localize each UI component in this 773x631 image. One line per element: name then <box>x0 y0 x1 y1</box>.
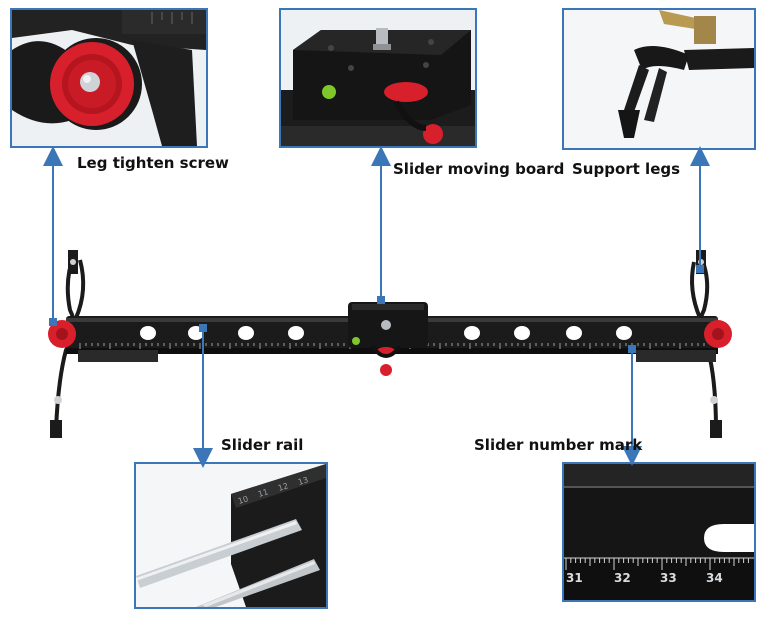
right-leg <box>690 254 718 431</box>
rail-detail-image: 10 11 12 13 <box>136 464 326 607</box>
moving-board-detail-image <box>281 10 475 146</box>
right-end-knob <box>704 320 732 348</box>
slider-number-mark-label: Slider number mark <box>474 436 643 454</box>
rail-hole <box>238 326 254 340</box>
left-leg <box>54 254 86 431</box>
left-end-knob <box>48 320 76 348</box>
rubber-foot <box>618 110 640 138</box>
rail-tick-label: 12 <box>277 481 289 493</box>
support-legs-label: Support legs <box>572 160 681 178</box>
leg-tighten-screw-label: Leg tighten screw <box>77 154 229 172</box>
leg-screw-detail-image <box>12 10 206 146</box>
rail-tick-label: 13 <box>297 475 309 487</box>
rail-hole <box>188 326 204 340</box>
rail-tick-label: 11 <box>257 487 269 499</box>
leg-screw-detail-panel <box>10 8 208 148</box>
rail-hole <box>288 326 304 340</box>
rail-tick-label: 10 <box>237 494 249 506</box>
support-legs-detail-image <box>564 10 754 148</box>
slider-rail-body <box>66 316 718 354</box>
rail-hole <box>140 326 156 340</box>
number-mark-detail-panel: 31 32 33 34 <box>562 462 756 602</box>
rail-hole <box>616 326 632 340</box>
slider-moving-board-label: Slider moving board <box>393 160 565 178</box>
slider-carriage <box>348 302 428 348</box>
rail-hole <box>464 326 480 340</box>
slider-rail-label: Slider rail <box>221 436 304 454</box>
rail-hole <box>514 326 530 340</box>
moving-board-detail-panel <box>279 8 477 148</box>
rail-detail-panel: 10 11 12 13 <box>134 462 328 609</box>
scale-number-label: 32 <box>614 571 631 585</box>
rail-hole <box>704 524 754 552</box>
bubble-level <box>322 85 336 99</box>
scale-number-label: 31 <box>566 571 583 585</box>
support-legs-detail-panel <box>562 8 756 150</box>
number-mark-detail-image: 31 32 33 34 <box>564 464 754 600</box>
scale-number-label: 33 <box>660 571 677 585</box>
rail-hole <box>566 326 582 340</box>
scale-number-label: 34 <box>706 571 723 585</box>
